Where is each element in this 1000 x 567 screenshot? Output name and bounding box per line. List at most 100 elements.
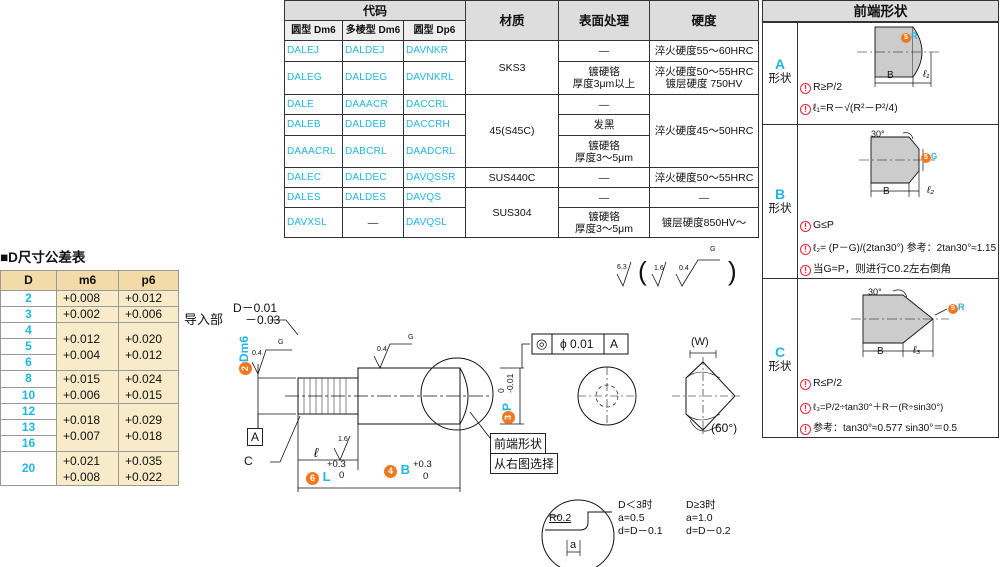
code-cell[interactable]: DALDEG	[342, 61, 404, 95]
shape-c-b: B	[877, 346, 884, 357]
tol-p6-cell: +0.029+0.018	[118, 403, 179, 452]
fcf-symbol: ◎	[536, 336, 548, 351]
code-cell[interactable]: DAVNKRL	[403, 61, 466, 95]
hardness-cell: 镀层硬度850HV～	[649, 207, 759, 238]
shape-c-l: ℓ₃	[913, 345, 921, 356]
p-tol: 0-0.01	[496, 373, 515, 393]
tolerance-table: D m6 p6 2 +0.008 +0.012 3 +0.002 +0.006 …	[0, 270, 179, 486]
code-cell[interactable]: DAVQSL	[403, 207, 466, 238]
detail-r: R0.2	[549, 512, 572, 524]
warning-icon: !	[800, 244, 811, 255]
shape-c-note1: !R≤P/2	[800, 377, 842, 390]
num-badge-5a: 5	[901, 33, 911, 43]
code-group-header: 代码	[284, 0, 466, 21]
dm6-label: 2Dm6	[237, 336, 252, 375]
l-label: ℓ	[314, 445, 319, 460]
tol-d-cell: 8	[0, 370, 57, 388]
L-label: 6 L	[306, 469, 331, 485]
code-cell[interactable]: DAAACRL	[284, 135, 343, 168]
end-view-poly	[685, 361, 736, 431]
select-from-right: 从右图选择	[490, 453, 559, 474]
shape-b-letter: B	[774, 186, 786, 202]
num-badge-5c: 5	[948, 304, 958, 314]
tol-d-cell: 12	[0, 403, 57, 420]
lead-tol: D－0.01－0.03	[233, 301, 281, 327]
tol-m6-cell: +0.008	[56, 290, 119, 307]
surface-cell: 发黑	[558, 114, 650, 136]
tol-d-cell: 10	[0, 386, 57, 404]
num-badge-4: 4	[384, 465, 397, 478]
rough-63: 6.3	[617, 264, 627, 271]
material-cell: SKS3	[465, 40, 559, 95]
rough-04-b: 0.4	[377, 346, 387, 353]
material-cell: 45(S45C)	[465, 94, 559, 168]
rough-04-c: 0.4	[679, 265, 689, 272]
shape-c-note2: !ℓ₃=P/2÷tan30°＋R－(R÷sin30°)	[800, 399, 943, 414]
shape-b-note1: !G≤P	[800, 219, 834, 232]
pin-drawing	[251, 259, 740, 567]
surface-cell: 镀硬铬 厚度3μm以上	[558, 61, 650, 95]
shape-b-note2: !ℓ₂= (P－G)/(2tan30°) 参考：2tan30°≈1.15	[800, 239, 996, 255]
rough-16-b: 1.6	[654, 265, 664, 272]
shape-a-word: 形状	[768, 73, 792, 85]
num-badge-2: 2	[239, 362, 252, 375]
paren-open: (	[638, 256, 647, 286]
num-badge-5b: 5	[921, 153, 931, 163]
shape-a-b: B	[887, 70, 894, 81]
datum-a: A	[247, 428, 264, 446]
warning-icon: !	[800, 83, 811, 94]
code-cell[interactable]: DAVXSL	[284, 207, 343, 238]
tol-p6-cell: +0.035+0.022	[118, 451, 179, 486]
tol-d-cell: 5	[0, 338, 57, 355]
warning-icon: !	[800, 424, 811, 435]
hardness-header: 硬度	[649, 0, 759, 41]
rough-16-a: 1.6	[338, 436, 348, 443]
tol-d-cell: 16	[0, 435, 57, 452]
shape-c-diagram	[851, 289, 949, 357]
shape-b-angle: 30°	[871, 129, 885, 139]
tol-d-cell: 4	[0, 322, 57, 339]
detail-a: a	[570, 539, 577, 551]
detail-circle	[420, 357, 494, 431]
code-cell[interactable]: DALEG	[284, 61, 343, 95]
num-badge-3: 3	[502, 411, 515, 424]
rough-04-a: 0.4	[252, 350, 262, 357]
tolerance-title: ■D尺寸公差表	[0, 250, 86, 265]
rough-g-c: G	[710, 246, 716, 253]
shape-b-l: ℓ₂	[927, 185, 935, 196]
code-table: 代码 材质 表面处理 硬度 圆型 Dm6 多棱型 Dm6 圆型 Dp6 DALE…	[284, 0, 759, 238]
code-cell[interactable]: DAADCRL	[403, 135, 466, 168]
shape-a-l: ℓ₁	[923, 69, 930, 80]
warning-icon: !	[800, 403, 811, 414]
shape-a-r: R	[911, 31, 918, 41]
lead-in-label: 导入部	[184, 312, 224, 327]
shape-c-word: 形状	[768, 361, 792, 373]
shape-c-letter: C	[774, 344, 786, 360]
p-label: 3P	[500, 403, 515, 424]
shape-c-r: R	[958, 302, 965, 312]
w-label: (W)	[691, 336, 709, 348]
shape-b-b: B	[883, 186, 890, 197]
tol-m6-cell: +0.021+0.008	[56, 451, 119, 486]
tol-header-p6: p6	[118, 270, 179, 291]
B-label: 4 B	[384, 462, 410, 478]
fcf-ref: A	[610, 337, 619, 351]
hardness-cell: 淬火硬度55～60HRC	[649, 40, 759, 62]
detail-zoom-circle	[541, 499, 615, 567]
tol-p6-cell: +0.024+0.015	[118, 370, 179, 404]
warning-icon: !	[800, 104, 811, 115]
num-badge-6: 6	[306, 472, 319, 485]
warning-icon: !	[800, 265, 811, 276]
shape-b-diagram	[859, 132, 935, 197]
warning-icon: !	[800, 221, 811, 232]
c-label: C	[244, 454, 253, 468]
material-cell: SUS304	[465, 187, 559, 238]
col-round-m6: 圆型 Dm6	[284, 20, 343, 41]
